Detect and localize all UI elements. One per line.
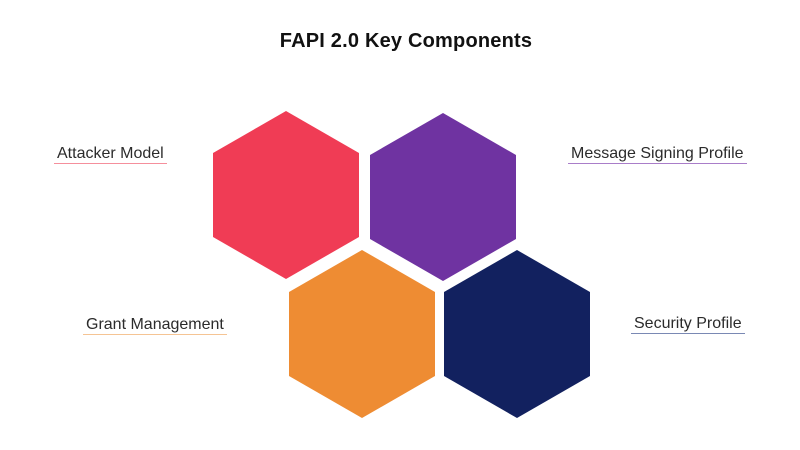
label-message-signing-profile: Message Signing Profile bbox=[568, 144, 747, 164]
label-security-profile: Security Profile bbox=[631, 314, 745, 334]
hexagon-attacker-model bbox=[213, 111, 359, 279]
diagram-title: FAPI 2.0 Key Components bbox=[279, 30, 533, 52]
label-attacker-model: Attacker Model bbox=[54, 144, 167, 164]
label-grant-management: Grant Management bbox=[83, 315, 227, 335]
hexagon-security-profile bbox=[444, 250, 590, 418]
hexagon-message-signing-profile bbox=[370, 113, 516, 281]
hexagon-grant-management bbox=[289, 250, 435, 418]
